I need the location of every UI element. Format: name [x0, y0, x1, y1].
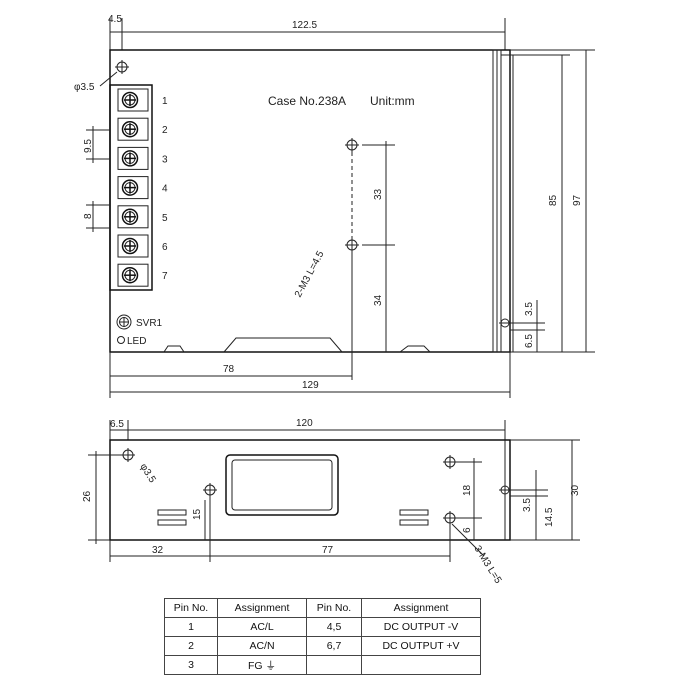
terminal-label: 4 — [162, 184, 168, 195]
terminal-label: 6 — [162, 242, 168, 253]
table-cell: DC OUTPUT -V — [361, 617, 481, 637]
svr-label: SVR1 — [136, 318, 163, 329]
table-cell — [361, 655, 481, 675]
dim-145: 14.5 — [544, 507, 555, 527]
dim-mount-spacing: 33 — [373, 188, 384, 200]
terminal-block — [109, 84, 153, 291]
table-cell: AC/N — [217, 636, 307, 656]
dim-width-32: 32 — [152, 545, 164, 556]
header-assignment-2: Assignment — [361, 598, 481, 618]
terminal-3: 3 — [117, 146, 168, 170]
terminal-label: 7 — [162, 271, 168, 282]
table-cell: DC OUTPUT +V — [361, 636, 481, 656]
dim-offset-15: 15 — [192, 508, 203, 520]
side-screw-label: 3-M3 L=5 — [471, 544, 503, 586]
dim-height-85: 85 — [548, 194, 559, 206]
dim-pitch: 9.5 — [83, 139, 94, 153]
dim-6: 6 — [462, 527, 473, 533]
table-cell: 1 — [164, 617, 218, 637]
terminal-label: 2 — [162, 125, 168, 136]
unit-label: Unit:mm — [370, 94, 415, 108]
mount-screw-label: 2-M3 L=4.5 — [293, 249, 327, 299]
case-label: Case No.238A — [268, 94, 346, 108]
terminal-label: 1 — [162, 96, 168, 107]
dim-side-width-120: 120 — [296, 418, 313, 429]
dim-term-width: 8 — [83, 213, 94, 219]
terminal-7: 7 — [117, 263, 168, 287]
table-cell: AC/L — [217, 617, 307, 637]
terminal-2: 2 — [117, 117, 168, 141]
dim-18: 18 — [462, 484, 473, 496]
dim-height-26: 26 — [82, 490, 93, 502]
terminals: 1 2 3 4 5 6 7 — [117, 88, 168, 287]
terminal-4: 4 — [117, 176, 168, 200]
terminal-6: 6 — [117, 234, 168, 258]
table-row: 1 AC/L 4,5 DC OUTPUT -V — [164, 617, 481, 637]
table-cell: 6,7 — [306, 636, 362, 656]
dim-bottom-78: 78 — [223, 364, 235, 375]
header-pin-no-1: Pin No. — [164, 598, 218, 618]
dim-height-30: 30 — [570, 484, 581, 496]
dim-side-left-65: 6.5 — [110, 419, 124, 430]
dim-width-77: 77 — [322, 545, 334, 556]
terminal-5: 5 — [117, 205, 168, 229]
table-cell: 3 — [164, 655, 218, 675]
side-view: 6.5 120 φ3.5 26 15 — [82, 418, 581, 586]
table-row: 2 AC/N 6,7 DC OUTPUT +V — [164, 636, 481, 656]
dim-side-hole-dia: φ3.5 — [137, 462, 157, 485]
dim-35-side: 3.5 — [522, 498, 533, 512]
table-cell — [306, 655, 362, 675]
led-label: LED — [127, 336, 146, 347]
table-header-row: Pin No. Assignment Pin No. Assignment — [164, 598, 481, 618]
svr-pot — [116, 314, 132, 330]
header-assignment-1: Assignment — [217, 598, 307, 618]
dim-mount-lower: 34 — [373, 294, 384, 306]
table-row: 3 FG ⏚ — [164, 655, 481, 675]
dim-right-35: 3.5 — [524, 302, 535, 316]
dim-height-97: 97 — [572, 194, 583, 206]
dim-right-65: 6.5 — [524, 334, 535, 348]
header-pin-no-2: Pin No. — [306, 598, 362, 618]
dim-bottom-129: 129 — [302, 380, 319, 391]
dim-left-offset: 4.5 — [108, 14, 122, 25]
table-cell: FG ⏚ — [217, 655, 307, 675]
terminal-label: 3 — [162, 154, 168, 165]
terminal-label: 5 — [162, 213, 168, 224]
terminal-1: 1 — [117, 88, 168, 112]
dim-hole-dia: φ3.5 — [74, 82, 95, 93]
led-indicator — [117, 336, 125, 344]
table-cell: 4,5 — [306, 617, 362, 637]
dim-width-top: 122.5 — [292, 20, 317, 31]
top-view: 4.5 122.5 φ3.5 Case No.238A Unit:mm 1234… — [74, 14, 595, 398]
pin-assignment-table: Pin No. Assignment Pin No. Assignment 1 … — [164, 598, 481, 675]
table-cell: 2 — [164, 636, 218, 656]
